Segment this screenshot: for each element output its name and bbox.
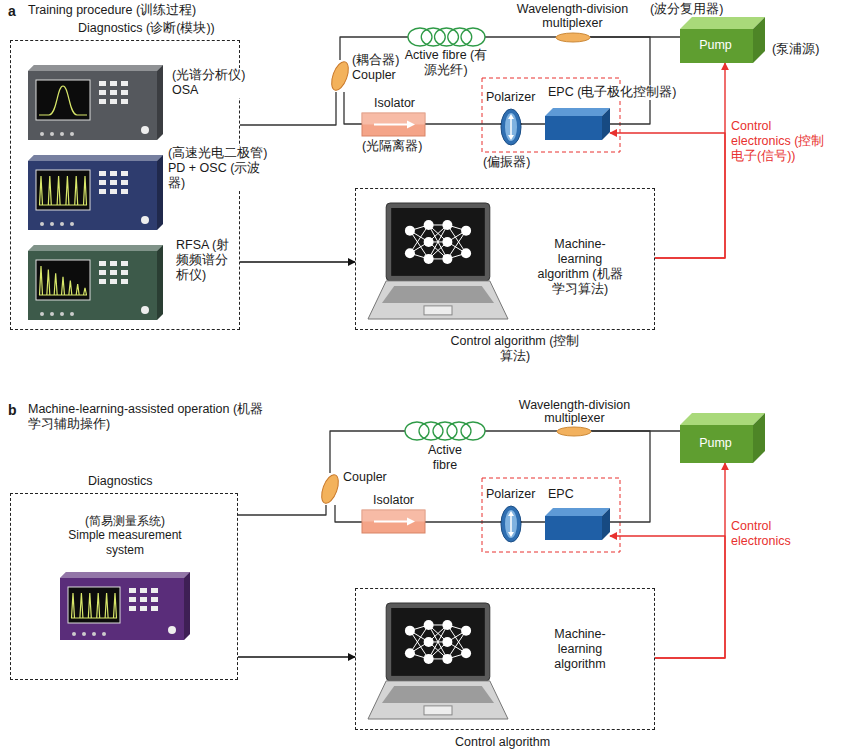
- control-signal-arrow: [610, 536, 725, 658]
- fibre-link: [362, 123, 522, 124]
- node-label: (高速光电二极管) PD + OSC (示波器): [168, 146, 273, 191]
- node-label: (光隔离器): [362, 139, 422, 154]
- wdm-symbol: Wavelength-division multiplexer: [557, 427, 591, 436]
- node-label: Active fibre: [423, 443, 467, 473]
- node-label: Polarizer: [486, 487, 535, 502]
- coupler-symbol-graphic: [322, 473, 338, 505]
- coupler-symbol: (耦合器) Coupler: [332, 60, 348, 92]
- node-label: (偏振器): [483, 155, 530, 170]
- oscilloscope-instrument: (高速光电二极管) PD + OSC (示波器): [28, 155, 163, 230]
- wdm-symbol-graphic: [556, 33, 590, 42]
- laptop-icon: Machine-learning algorithm (机器学习算法): [368, 203, 508, 321]
- epc-box-graphic: [545, 108, 610, 140]
- polarizer-symbol-graphic: [500, 108, 522, 146]
- epc-box: EPC: [545, 508, 610, 540]
- epc-box: EPC (电子极化控制器): [545, 108, 610, 140]
- isolator-symbol-graphic: [362, 113, 425, 136]
- laptop-icon-graphic: [368, 203, 508, 321]
- node-label: Control algorithm (控制算法): [450, 334, 580, 364]
- node-label: Pump: [680, 38, 751, 53]
- node-label: RFSA (射频频谱分析仪): [176, 238, 238, 283]
- highlight-box: [482, 478, 620, 552]
- node-label: (耦合器) Coupler: [352, 53, 412, 83]
- wdm-symbol: Wavelength-division multiplexer(波分复用器): [556, 33, 590, 42]
- node-label: Isolator: [374, 96, 415, 111]
- node-label: EPC: [548, 487, 574, 502]
- osa-instrument: (光谱分析仪) OSA: [28, 65, 163, 140]
- node-label: Pump: [680, 436, 751, 451]
- node-label: Coupler: [343, 470, 387, 485]
- node-label: (波分复用器): [650, 2, 723, 17]
- fibre-link: [335, 505, 362, 522]
- dashed-group-box: Control algorithm (控制算法)Machine-learning…: [355, 188, 655, 330]
- fibre-link: [485, 36, 556, 37]
- panel-title: Machine-learning-assisted operation (机器学…: [28, 402, 268, 432]
- control-signal-arrow: [655, 463, 725, 658]
- dashed-group-box: Diagnostics(简易测量系统) Simple measurement s…: [10, 493, 238, 680]
- fibre-link: [362, 521, 522, 522]
- data-arrow: [240, 261, 355, 262]
- node-label: (光谱分析仪) OSA: [172, 68, 252, 98]
- fibre-link: [330, 431, 405, 473]
- coupler-symbol: Coupler: [322, 473, 338, 505]
- panel-title: Training procedure (训练过程): [28, 3, 196, 18]
- signal-label: Control electronics: [731, 519, 811, 549]
- isolator-symbol: Isolator: [362, 510, 425, 533]
- fibre-coil-graphic: [408, 27, 485, 47]
- data-arrow: [238, 656, 355, 657]
- node-label: Wavelength-division multiplexer: [512, 399, 637, 425]
- laptop-icon-graphic: [368, 603, 508, 721]
- node-label: EPC (电子极化控制器): [548, 85, 677, 100]
- laptop-icon: Machine-learning algorithm: [368, 603, 508, 721]
- oscilloscope-instrument-graphic: [28, 155, 163, 230]
- measurement-instrument: (简易测量系统) Simple measurement system: [60, 572, 190, 640]
- node-label: Machine-learning algorithm (机器学习算法): [536, 237, 624, 297]
- fibre-coil: Active fibre (有源光纤): [408, 27, 485, 47]
- rfsa-instrument-graphic: [28, 245, 163, 320]
- epc-box-graphic: [545, 508, 610, 540]
- fibre-link: [240, 92, 336, 125]
- fibre-coil: Active fibre: [405, 421, 485, 441]
- panel-letter: b: [8, 402, 17, 419]
- fibre-link: [238, 505, 326, 515]
- node-label: (简易测量系统) Simple measurement system: [66, 514, 184, 557]
- osa-instrument-graphic: [28, 65, 163, 140]
- fibre-coil-graphic: [405, 421, 485, 441]
- node-label: (泵浦源): [772, 42, 819, 57]
- isolator-symbol-graphic: [362, 510, 425, 533]
- node-label: Control algorithm: [455, 735, 550, 750]
- polarizer-symbol-graphic: [500, 505, 522, 543]
- fibre-link: [485, 430, 557, 431]
- node-label: Diagnostics (诊断(模块)): [78, 21, 215, 36]
- node-label: Isolator: [373, 493, 414, 508]
- isolator-symbol: Isolator(光隔离器): [362, 113, 425, 136]
- coupler-symbol-graphic: [332, 60, 348, 92]
- node-label: Machine-learning algorithm: [548, 627, 612, 672]
- wdm-symbol-graphic: [557, 427, 591, 436]
- node-label: Diagnostics: [88, 474, 153, 489]
- fibre-link: [344, 92, 362, 124]
- signal-label: Control electronics (控制电子(信号)): [731, 119, 831, 164]
- control-signal-arrow: [610, 133, 725, 258]
- pump-box: Pump: [680, 413, 765, 463]
- rfsa-instrument: RFSA (射频频谱分析仪): [28, 245, 163, 320]
- dashed-group-box: Control algorithmMachine-learning algori…: [355, 588, 655, 730]
- node-label: Polarizer: [486, 90, 535, 105]
- polarizer-symbol: Polarizer: [500, 505, 522, 543]
- pump-box: Pump(泵浦源): [680, 17, 765, 63]
- dashed-group-box: Diagnostics (诊断(模块))(光谱分析仪) OSA(高速光电二极管)…: [10, 40, 240, 330]
- node-label: Active fibre (有源光纤): [400, 48, 492, 78]
- node-label: Wavelength-division multiplexer: [510, 2, 635, 30]
- panel-letter: a: [8, 3, 16, 20]
- polarizer-symbol: Polarizer(偏振器): [500, 108, 522, 146]
- measurement-instrument-graphic: [60, 572, 190, 640]
